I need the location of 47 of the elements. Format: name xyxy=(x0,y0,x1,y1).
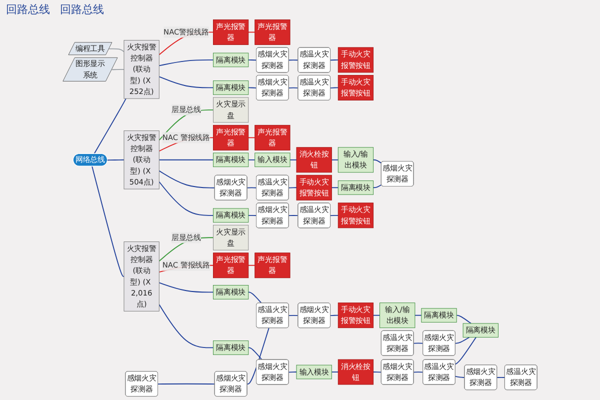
connector xyxy=(158,383,216,384)
connector xyxy=(108,48,124,52)
connector xyxy=(331,187,339,188)
connector xyxy=(372,372,382,373)
connector xyxy=(288,60,299,61)
connector xyxy=(454,376,466,378)
connector xyxy=(330,59,339,61)
connector xyxy=(158,76,214,88)
connector xyxy=(290,159,297,160)
connector xyxy=(288,372,297,373)
connector xyxy=(454,336,470,344)
connector xyxy=(454,336,476,365)
connector xyxy=(92,166,124,277)
connector xyxy=(158,59,214,66)
bus-label: 回路总线 xyxy=(60,2,104,17)
connector xyxy=(331,159,339,160)
connector xyxy=(158,282,214,293)
connector xyxy=(330,314,339,316)
connector xyxy=(248,264,256,266)
connector xyxy=(111,68,124,70)
connector xyxy=(456,314,472,324)
connector xyxy=(288,314,299,316)
connector xyxy=(248,159,256,160)
connector xyxy=(248,292,262,304)
connector xyxy=(414,314,422,316)
connector xyxy=(372,184,382,188)
connector xyxy=(330,214,339,216)
connector xyxy=(288,87,299,88)
connector xyxy=(158,181,214,216)
connector xyxy=(248,32,256,33)
connector xyxy=(158,304,214,348)
connector xyxy=(248,347,262,360)
connector xyxy=(248,59,257,61)
connector xyxy=(372,314,380,316)
connector xyxy=(94,98,126,154)
connector xyxy=(248,214,257,216)
connector xyxy=(107,159,124,161)
connector xyxy=(288,215,299,216)
connector xyxy=(496,376,506,378)
connector xyxy=(372,159,382,164)
connector xyxy=(246,187,257,188)
connector xyxy=(413,342,424,344)
bus-label: 回路总线 xyxy=(6,2,50,17)
connector xyxy=(158,159,214,160)
connector xyxy=(158,170,216,188)
connector xyxy=(413,372,424,373)
connector xyxy=(248,137,256,138)
